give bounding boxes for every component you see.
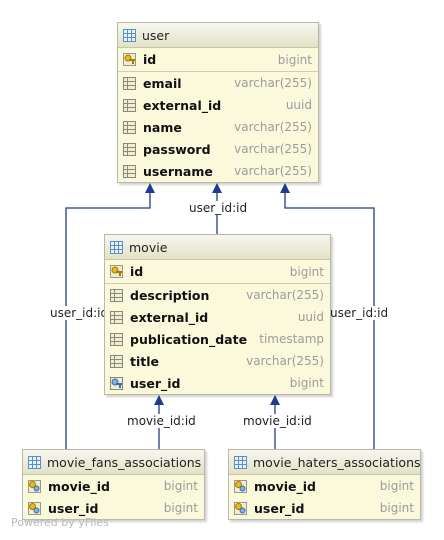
column-name: email: [143, 75, 182, 91]
column-name: password: [143, 141, 211, 157]
column-name: user_id: [130, 375, 181, 391]
relation-label-haters-user: user_id:id: [328, 306, 391, 320]
table-user[interactable]: user id bigint email varchar(255) extern…: [117, 22, 319, 183]
table-movie-haters-associations[interactable]: movie_haters_associations movie_id bigin…: [228, 449, 421, 520]
table-header[interactable]: movie_fans_associations: [23, 450, 204, 475]
column-type: bigint: [289, 376, 324, 390]
table-icon: [110, 240, 123, 254]
column-name: external_id: [130, 309, 209, 325]
column-icon: [110, 310, 123, 324]
table-title: movie_haters_associations: [253, 454, 421, 470]
column-type: timestamp: [259, 332, 324, 346]
arrowhead: [145, 183, 155, 193]
primary-foreign-key-icon: [234, 501, 247, 515]
column-row[interactable]: id bigint: [118, 48, 318, 72]
column-row[interactable]: password varchar(255): [118, 138, 318, 160]
column-icon: [110, 288, 123, 302]
column-type: varchar(255): [234, 76, 312, 90]
table-icon: [28, 455, 41, 469]
column-type: uuid: [297, 310, 324, 324]
primary-foreign-key-icon: [28, 501, 41, 515]
column-name: username: [143, 163, 213, 179]
column-icon: [110, 332, 123, 346]
column-row[interactable]: external_id uuid: [118, 94, 318, 116]
relation-label-fans-movie: movie_id:id: [125, 414, 198, 428]
column-icon: [123, 98, 136, 112]
column-row[interactable]: user_id bigint: [105, 372, 330, 394]
powered-by-footer: Powered by yFiles: [11, 516, 109, 529]
column-row[interactable]: description varchar(255): [105, 284, 330, 306]
column-type: varchar(255): [234, 120, 312, 134]
primary-foreign-key-icon: [234, 479, 247, 493]
column-type: varchar(255): [246, 288, 324, 302]
column-row[interactable]: user_id bigint: [23, 497, 204, 519]
column-name: title: [130, 353, 159, 369]
arrowhead: [270, 395, 280, 405]
primary-foreign-key-icon: [28, 479, 41, 493]
column-row[interactable]: email varchar(255): [118, 72, 318, 94]
column-type: varchar(255): [234, 142, 312, 156]
column-row[interactable]: name varchar(255): [118, 116, 318, 138]
column-name: id: [130, 264, 144, 279]
table-icon: [123, 28, 136, 42]
primary-key-icon: [110, 265, 123, 278]
column-row[interactable]: movie_id bigint: [229, 475, 420, 497]
table-header[interactable]: movie_haters_associations: [229, 450, 421, 475]
column-row[interactable]: id bigint: [105, 260, 330, 284]
column-row[interactable]: publication_date timestamp: [105, 328, 330, 350]
edge-fans-user: [65, 192, 151, 449]
column-type: varchar(255): [246, 354, 324, 368]
column-icon: [123, 120, 136, 134]
column-row[interactable]: movie_id bigint: [23, 475, 204, 497]
column-name: description: [130, 287, 210, 303]
column-icon: [123, 142, 136, 156]
column-name: id: [143, 52, 157, 67]
arrowhead: [212, 183, 222, 193]
column-row[interactable]: username varchar(255): [118, 160, 318, 182]
table-movie-fans-associations[interactable]: movie_fans_associations movie_id bigint …: [22, 449, 205, 520]
table-header[interactable]: movie: [105, 235, 330, 260]
column-type: bigint: [163, 479, 198, 493]
foreign-key-icon: [110, 376, 123, 390]
table-header[interactable]: user: [118, 23, 318, 48]
column-name: movie_id: [254, 478, 317, 494]
table-title: user: [142, 27, 170, 43]
column-name: user_id: [48, 500, 99, 516]
column-name: external_id: [143, 97, 222, 113]
arrowhead: [280, 183, 290, 193]
column-type: bigint: [379, 479, 414, 493]
column-type: bigint: [379, 501, 414, 515]
primary-key-icon: [123, 53, 136, 66]
edge-haters-user: [284, 192, 375, 449]
column-icon: [110, 354, 123, 368]
column-type: bigint: [289, 264, 324, 279]
column-type: varchar(255): [234, 164, 312, 178]
column-icon: [123, 164, 136, 178]
relation-label-movie-user: user_id:id: [187, 201, 250, 215]
column-name: user_id: [254, 500, 305, 516]
column-type: uuid: [285, 98, 312, 112]
table-title: movie_fans_associations: [47, 454, 202, 470]
column-type: bigint: [277, 52, 312, 67]
column-name: name: [143, 119, 182, 135]
table-icon: [234, 455, 247, 469]
column-row[interactable]: user_id bigint: [229, 497, 420, 519]
table-movie[interactable]: movie id bigint description varchar(255)…: [104, 234, 331, 395]
column-icon: [123, 76, 136, 90]
column-row[interactable]: external_id uuid: [105, 306, 330, 328]
table-title: movie: [129, 239, 168, 255]
column-name: movie_id: [48, 478, 111, 494]
column-row[interactable]: title varchar(255): [105, 350, 330, 372]
column-type: bigint: [163, 501, 198, 515]
arrowhead: [154, 395, 164, 405]
relation-label-haters-movie: movie_id:id: [241, 414, 314, 428]
relation-label-fans-user: user_id:id: [48, 306, 111, 320]
column-name: publication_date: [130, 331, 248, 347]
